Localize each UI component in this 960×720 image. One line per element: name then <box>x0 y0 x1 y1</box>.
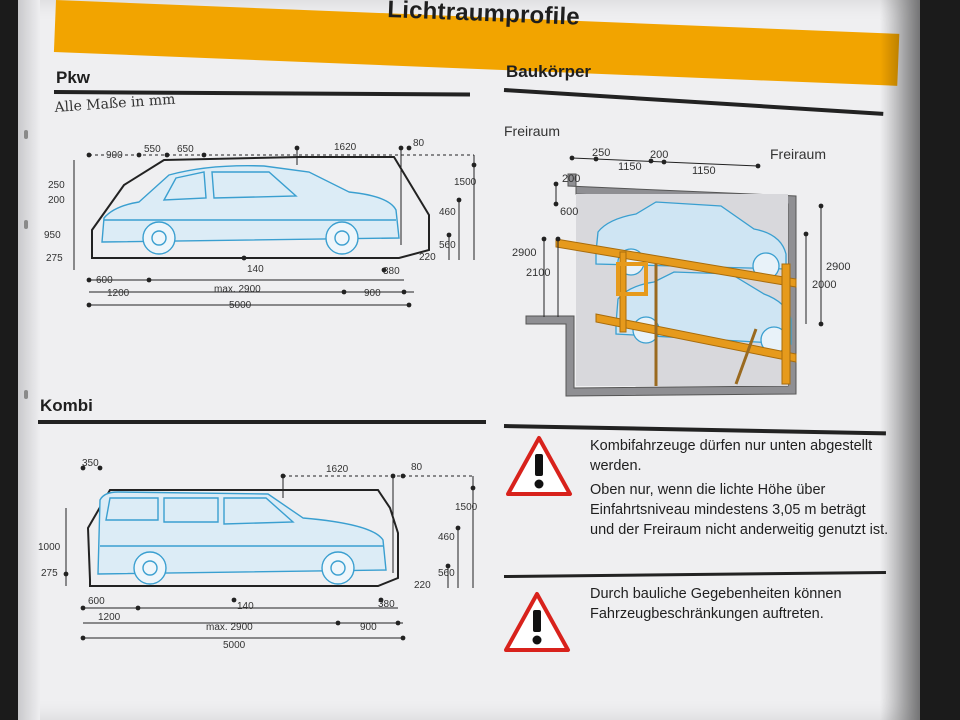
dim-200: 200 <box>562 173 580 185</box>
warning-triangle-icon <box>506 436 572 496</box>
warning-paragraph: Durch bauliche Gegebenheiten können Fahr… <box>590 586 842 622</box>
page-shadow <box>880 0 920 720</box>
dim-650: 650 <box>177 144 194 155</box>
dim-1000: 1000 <box>38 542 61 553</box>
dim-2900: 2900 <box>512 247 536 259</box>
kombi-section-title: Kombi <box>40 396 93 415</box>
dim-600: 600 <box>96 275 113 286</box>
dim-200: 200 <box>48 195 65 206</box>
warning-paragraph: Kombifahrzeuge dürfen nur unten abgestel… <box>590 438 873 474</box>
kombi-clearance-diagram: 350 1620 80 1500 460 1000 560 275 220 14… <box>38 458 478 651</box>
dim-275: 275 <box>46 253 63 264</box>
warning-rule-middle <box>503 570 886 578</box>
dim-550: 550 <box>144 144 161 155</box>
dim-560: 560 <box>438 568 455 579</box>
parking-lift-diagram: Freiraum Freiraum <box>504 123 850 397</box>
dim-900-rear: 900 <box>364 288 381 299</box>
dim-1200: 1200 <box>107 288 130 299</box>
dim-220: 220 <box>414 580 431 591</box>
warning-paragraph: Oben nur, wenn die lichte Höhe über Einf… <box>590 482 889 538</box>
dim-1620: 1620 <box>326 464 349 475</box>
warning-triangle-icon <box>504 592 570 652</box>
dim-2000-right: 2000 <box>812 279 836 291</box>
dim-1620: 1620 <box>334 142 357 153</box>
dim-380: 380 <box>383 266 400 277</box>
dim-2900-right: 2900 <box>826 261 850 273</box>
dim-80: 80 <box>413 138 425 149</box>
dim-2100: 2100 <box>526 267 550 279</box>
pkw-clearance-diagram: 900 550 650 1620 80 250 200 1500 460 950… <box>44 138 477 311</box>
dim-1500: 1500 <box>454 177 477 188</box>
manual-page: Lichtraumprofile Pkw Alle Maße in mm <box>18 0 920 720</box>
dim-140: 140 <box>237 601 254 612</box>
page-binding <box>18 0 40 720</box>
dim-460: 460 <box>439 207 456 218</box>
dim-1500: 1500 <box>455 502 478 513</box>
dim-1200: 1200 <box>98 612 121 623</box>
units-note: Alle Maße in mm <box>54 91 176 116</box>
dim-560: 560 <box>439 240 456 251</box>
dim-1150-right: 1150 <box>692 165 716 177</box>
dim-950: 950 <box>44 230 61 241</box>
dim-250: 250 <box>48 180 65 191</box>
dim-900: 900 <box>106 150 123 161</box>
freiraum-left-label: Freiraum <box>504 123 560 139</box>
binding-stitch <box>24 220 28 229</box>
dim-max-2900: max. 2900 <box>206 622 253 633</box>
binding-stitch <box>24 390 28 399</box>
dim-380: 380 <box>378 599 395 610</box>
dim-460: 460 <box>438 532 455 543</box>
dim-275: 275 <box>41 568 58 579</box>
dim-900: 900 <box>360 622 377 633</box>
dim-1150-left: 1150 <box>618 161 642 173</box>
warning-text-kombi: Kombifahrzeuge dürfen nur unten abgestel… <box>590 436 890 544</box>
dim-600: 600 <box>88 596 105 607</box>
dim-200-top: 200 <box>650 149 668 161</box>
pkw-section-title: Pkw <box>56 68 91 87</box>
dim-5000: 5000 <box>229 300 252 311</box>
dim-80: 80 <box>411 462 423 473</box>
dim-140: 140 <box>247 264 264 275</box>
binding-stitch <box>24 130 28 139</box>
baukoerper-title-rule <box>503 88 884 116</box>
dim-5000: 5000 <box>223 640 246 651</box>
dim-250: 250 <box>592 147 610 159</box>
freiraum-right-label: Freiraum <box>770 146 826 162</box>
dim-350: 350 <box>82 458 99 469</box>
warning-text-building: Durch bauliche Gegebenheiten können Fahr… <box>590 584 890 628</box>
dim-max-2900: max. 2900 <box>214 284 261 295</box>
kombi-title-rule <box>38 420 486 424</box>
dim-220: 220 <box>419 252 436 263</box>
baukoerper-section-title: Baukörper <box>506 62 592 81</box>
dim-600: 600 <box>560 206 578 218</box>
